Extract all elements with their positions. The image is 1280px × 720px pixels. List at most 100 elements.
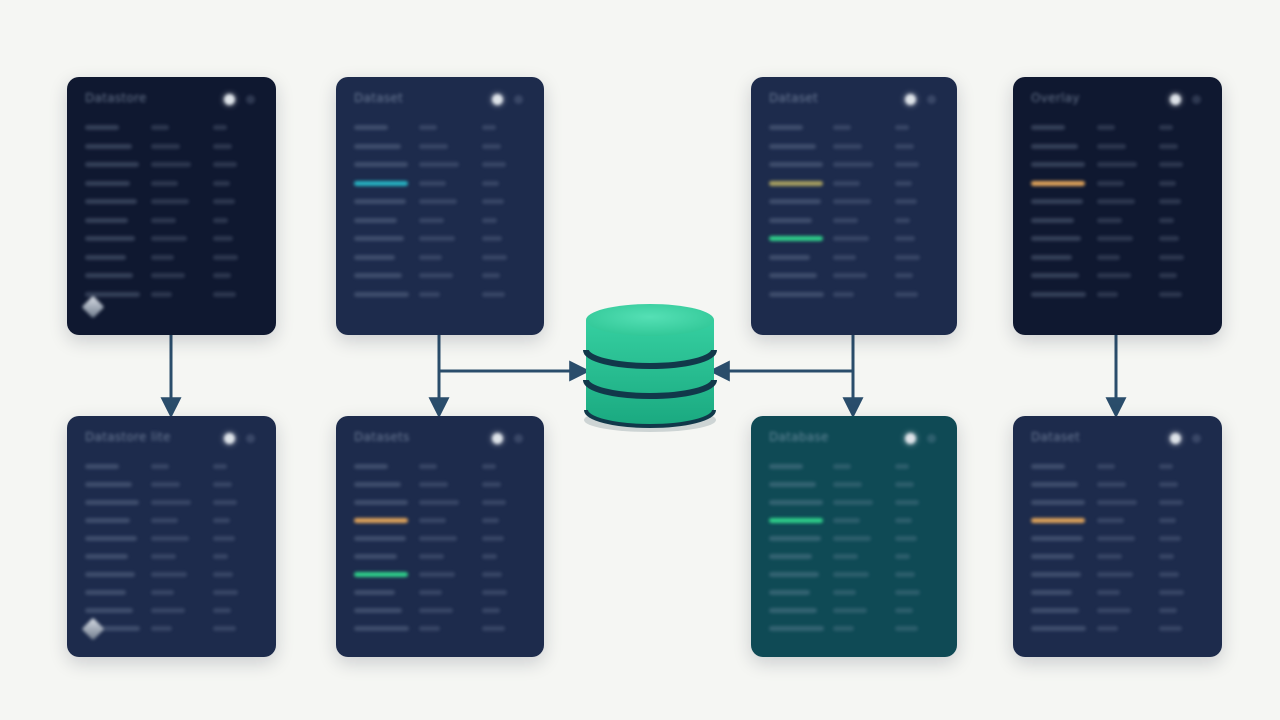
panel-title: Dataset: [1031, 430, 1081, 444]
toggle-knob-icon[interactable]: [905, 433, 916, 444]
table-cell-meta: [1159, 291, 1183, 297]
toggle-knob-icon[interactable]: [1170, 433, 1181, 444]
table-cell-name: [354, 536, 406, 541]
table-cell-meta: [1159, 125, 1174, 130]
table-cell-meta: [1159, 217, 1175, 223]
toggle-knob-icon[interactable]: [224, 94, 235, 105]
toggle-knob-icon[interactable]: [492, 433, 503, 444]
table-cell-value: [1096, 180, 1124, 186]
table-cell-value: [419, 518, 447, 523]
table-cell-value: [419, 608, 454, 613]
table-cell-value: [833, 536, 872, 541]
menu-dot-icon[interactable]: [514, 95, 523, 104]
table-cell-name: [85, 291, 140, 297]
table-cell-value: [419, 236, 456, 241]
panel-title: Dataset: [354, 91, 404, 105]
menu-dot-icon[interactable]: [927, 434, 936, 443]
table-cell-value: [833, 590, 857, 595]
table-cell-value: [833, 143, 863, 149]
table-cell-value: [833, 291, 855, 297]
table-cell-meta: [213, 180, 231, 186]
table-cell-value: [419, 125, 438, 130]
table-cell-value: [833, 572, 870, 577]
table-cell-meta: [895, 254, 921, 260]
table-cell-value: [1096, 143, 1126, 149]
table-cell-name: [1031, 199, 1083, 204]
table-cell-meta: [481, 518, 499, 523]
menu-dot-icon[interactable]: [927, 95, 936, 104]
toggle-knob-icon[interactable]: [905, 94, 916, 105]
panel-bottom-second: Datasets: [336, 416, 544, 657]
table-cell-value: [833, 464, 852, 469]
table-cell-meta: [481, 143, 501, 149]
menu-dot-icon[interactable]: [1192, 434, 1201, 443]
menu-dot-icon[interactable]: [246, 434, 255, 443]
table-cell-meta: [1159, 162, 1184, 167]
table-cell-meta: [213, 626, 237, 631]
table-cell-name: [769, 500, 823, 505]
panel-title: Datastore: [85, 91, 147, 105]
table-cell-name: [1031, 518, 1085, 523]
table-cell-meta: [1159, 273, 1178, 278]
table-cell-name: [354, 217, 397, 223]
table-cell-name: [769, 536, 821, 541]
table-cell-meta: [213, 482, 233, 487]
toggle-knob-icon[interactable]: [224, 433, 235, 444]
table-cell-value: [833, 500, 874, 505]
panel-top-third: Dataset: [751, 77, 957, 335]
table-cell-name: [769, 464, 803, 469]
table-cell-meta: [213, 291, 237, 297]
table-cell-meta: [1159, 199, 1182, 204]
table-cell-meta: [1159, 143, 1179, 149]
table-cell-meta: [213, 554, 229, 559]
table-cell-meta: [213, 500, 238, 505]
table-cell-name: [354, 199, 406, 204]
cube-logo-icon: [81, 617, 105, 641]
table-cell-name: [769, 217, 812, 223]
toggle-knob-icon[interactable]: [1170, 94, 1181, 105]
table-cell-value: [419, 536, 458, 541]
menu-dot-icon[interactable]: [246, 95, 255, 104]
table-cell-meta: [895, 590, 921, 595]
table-cell-meta: [213, 572, 234, 577]
table-cell-name: [85, 608, 133, 613]
table-cell-name: [354, 626, 409, 631]
table-cell-meta: [1159, 518, 1177, 523]
table-cell-name: [85, 199, 137, 204]
table-cell-value: [419, 626, 441, 631]
table-cell-meta: [213, 236, 234, 241]
table-cell-meta: [213, 217, 229, 223]
table-cell-name: [1031, 217, 1074, 223]
toggle-knob-icon[interactable]: [492, 94, 503, 105]
table-cell-value: [1096, 482, 1126, 487]
table-cell-name: [769, 482, 816, 487]
table-cell-value: [1096, 236, 1133, 241]
table-cell-name: [354, 291, 409, 297]
panel-title: Database: [769, 430, 829, 444]
table-cell-meta: [481, 590, 507, 595]
table-cell-meta: [895, 236, 916, 241]
table-cell-meta: [895, 464, 910, 469]
table-cell-value: [833, 254, 857, 260]
table-cell-meta: [481, 125, 496, 130]
table-cell-meta: [481, 608, 500, 613]
table-cell-name: [1031, 590, 1072, 595]
menu-dot-icon[interactable]: [514, 434, 523, 443]
menu-dot-icon[interactable]: [1192, 95, 1201, 104]
table-cell-value: [1096, 273, 1131, 278]
table-cell-value: [150, 125, 169, 130]
table-cell-value: [150, 518, 178, 523]
table-cell-name: [85, 536, 137, 541]
table-cell-meta: [1159, 500, 1184, 505]
panel-top-left: Datastore: [67, 77, 276, 335]
table-cell-name: [354, 236, 404, 241]
table-cell-name: [1031, 554, 1074, 559]
table-cell-name: [354, 518, 408, 523]
table-cell-name: [85, 554, 128, 559]
table-cell-meta: [895, 125, 910, 130]
table-cell-value: [1096, 217, 1122, 223]
panel-title: Overlay: [1031, 91, 1080, 105]
table-cell-value: [1096, 518, 1124, 523]
table-cell-name: [769, 236, 823, 241]
